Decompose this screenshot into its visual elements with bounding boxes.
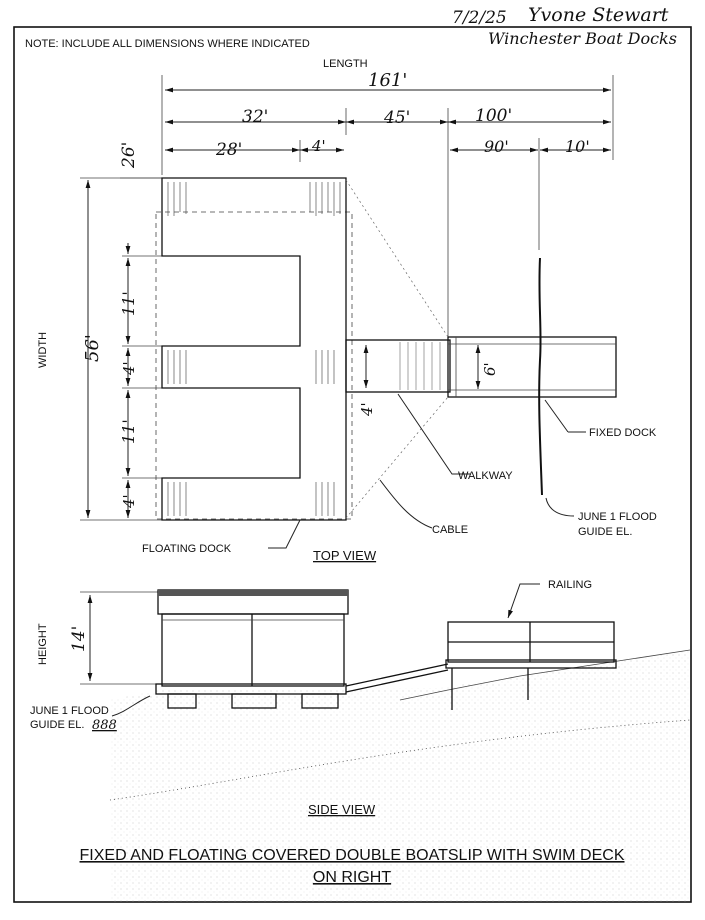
depth-26-value: 26' [119, 142, 139, 169]
float-2 [231, 693, 277, 709]
float-1 [167, 693, 197, 709]
width-4a-value: 4' [120, 361, 138, 376]
fixed-6-value: 6' [481, 362, 499, 376]
floating-dock-plan [161, 177, 347, 521]
flood-top-label-2: GUIDE EL. [578, 526, 632, 538]
flood-top-label-1: JUNE 1 FLOOD [578, 511, 657, 523]
length-total-value: 161' [368, 70, 407, 91]
depth-26-dimension: 26' [119, 142, 162, 179]
width-4b-value: 4' [120, 494, 138, 509]
floating-dock-label: FLOATING DOCK [142, 543, 232, 555]
cable-label: CABLE [432, 524, 468, 536]
width-11b-value: 11' [119, 419, 138, 444]
width-segments: 11' 4' 11' 4' [119, 243, 162, 518]
float-3 [301, 693, 339, 709]
fixed-dock-label: FIXED DOCK [589, 427, 657, 439]
fixed-dock-plan [447, 336, 617, 398]
width-dimension: 56' [80, 177, 162, 521]
handwritten-project: Winchester Boat Docks [488, 29, 677, 48]
width-11a-value: 11' [119, 291, 138, 316]
flood-guide-line-plan [538, 257, 543, 496]
flood-elevation-value: 888 [92, 718, 117, 733]
cover-outline [155, 211, 353, 520]
height-label: HEIGHT [37, 623, 49, 665]
walkway-plan [345, 339, 451, 393]
handwritten-name: Yvone Stewart [528, 4, 669, 26]
walk-4-value: 4' [358, 402, 376, 417]
cable-lower [345, 396, 449, 519]
walkway-ramp [345, 663, 449, 693]
dock-hatching [167, 182, 341, 516]
handwritten-date: 7/2/25 [452, 8, 507, 28]
ground-line [109, 719, 691, 801]
walkway-label: WALKWAY [458, 470, 513, 482]
width-label: WIDTH [37, 332, 49, 368]
seg-100-value: 100' [475, 106, 512, 126]
fixed-deck-side [445, 659, 617, 669]
walk-4-dimension: 4' [358, 345, 376, 417]
length-dimension: 161' [161, 70, 614, 175]
top-view-title: TOP VIEW [313, 548, 377, 563]
drawing-title-line2: ON RIGHT [313, 869, 391, 886]
side-view-title: SIDE VIEW [308, 802, 376, 817]
ground-profile [110, 650, 690, 902]
flood-side-label-1: JUNE 1 FLOOD [30, 705, 109, 717]
fixed-6-dimension: 6' [475, 345, 499, 389]
drawing-title-line1: FIXED AND FLOATING COVERED DOUBLE BOATSL… [80, 847, 625, 864]
seg-90-value: 90' [484, 137, 509, 156]
seg-32-value: 32' [242, 107, 268, 127]
note-text: NOTE: INCLUDE ALL DIMENSIONS WHERE INDIC… [25, 38, 310, 50]
seg-28-value: 28' [215, 140, 242, 160]
railing-label: RAILING [548, 579, 592, 591]
height-14-value: 14' [69, 626, 89, 652]
length-label: LENGTH [323, 58, 368, 70]
seg-45-value: 45' [383, 108, 410, 128]
walkway-hatching [399, 342, 441, 390]
cover-frame [161, 613, 345, 687]
height-dimension: 14' [69, 591, 158, 685]
seg-4a-value: 4' [311, 137, 326, 155]
second-segment-row: 28' 4' 90' 10' [165, 137, 611, 250]
width-56-value: 56' [82, 334, 103, 362]
seg-10-value: 10' [565, 137, 590, 156]
top-segment-row: 32' 45' 100' [165, 106, 611, 340]
flood-side-label-2: GUIDE EL. [30, 719, 84, 731]
cable-upper [345, 179, 449, 338]
